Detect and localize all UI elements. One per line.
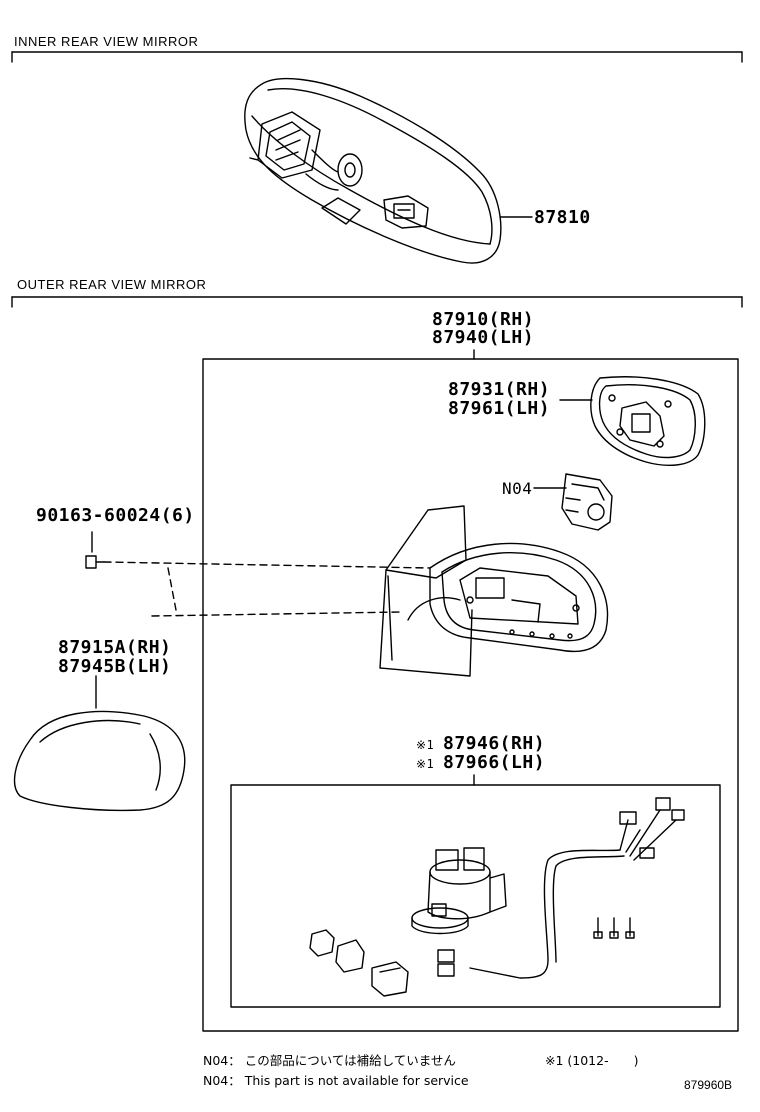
part-number-cover-lh: 87945B(LH) [58, 656, 172, 677]
outer-section-title: OUTER REAR VIEW MIRROR [17, 277, 207, 292]
part-number-outer-assy-rh: 87910(RH) [432, 309, 535, 330]
mirror-cover-drawing [13, 675, 186, 812]
inner-mirror-drawing [244, 77, 533, 264]
motor-mark-rh: ※1 [416, 738, 435, 752]
mounting-dash-lines [103, 561, 431, 617]
mirror-housing-drawing [379, 505, 609, 677]
note-mark-range: ※1 (1012- ) [545, 1053, 639, 1068]
part-number-motor-lh: 87966(LH) [443, 752, 546, 773]
part-number-87810: 87810 [534, 207, 591, 228]
screw-drawing [85, 531, 105, 569]
small-screws-drawing [593, 917, 635, 939]
motor-mark-lh: ※1 [416, 757, 435, 771]
outer-assembly-frame [202, 358, 739, 1032]
part-number-motor-rh: 87946(RH) [443, 733, 546, 754]
n04-part-drawing [533, 473, 613, 531]
inner-section-title: INNER REAR VIEW MIRROR [14, 34, 199, 49]
part-number-glass-rh: 87931(RH) [448, 379, 551, 400]
n04-label: N04 [502, 479, 533, 498]
mirror-motor-drawing [411, 847, 507, 935]
part-number-screw: 90163-60024(6) [36, 505, 195, 526]
part-number-glass-lh: 87961(LH) [448, 398, 551, 419]
note-japanese: N04： この部品については補給していません [203, 1053, 456, 1068]
diagram-code: 879960B [684, 1078, 733, 1092]
inner-section-bracket [11, 51, 743, 63]
note-english: N04： This part is not available for serv… [203, 1073, 469, 1088]
outer-section-bracket [11, 296, 743, 308]
motor-frame [230, 784, 721, 1008]
small-clips-drawing [309, 929, 409, 997]
part-number-cover-rh: 87915A(RH) [58, 637, 172, 658]
mirror-glass-drawing [559, 376, 706, 467]
part-number-outer-assy-lh: 87940(LH) [432, 327, 535, 348]
wire-harness-drawing [437, 797, 685, 979]
